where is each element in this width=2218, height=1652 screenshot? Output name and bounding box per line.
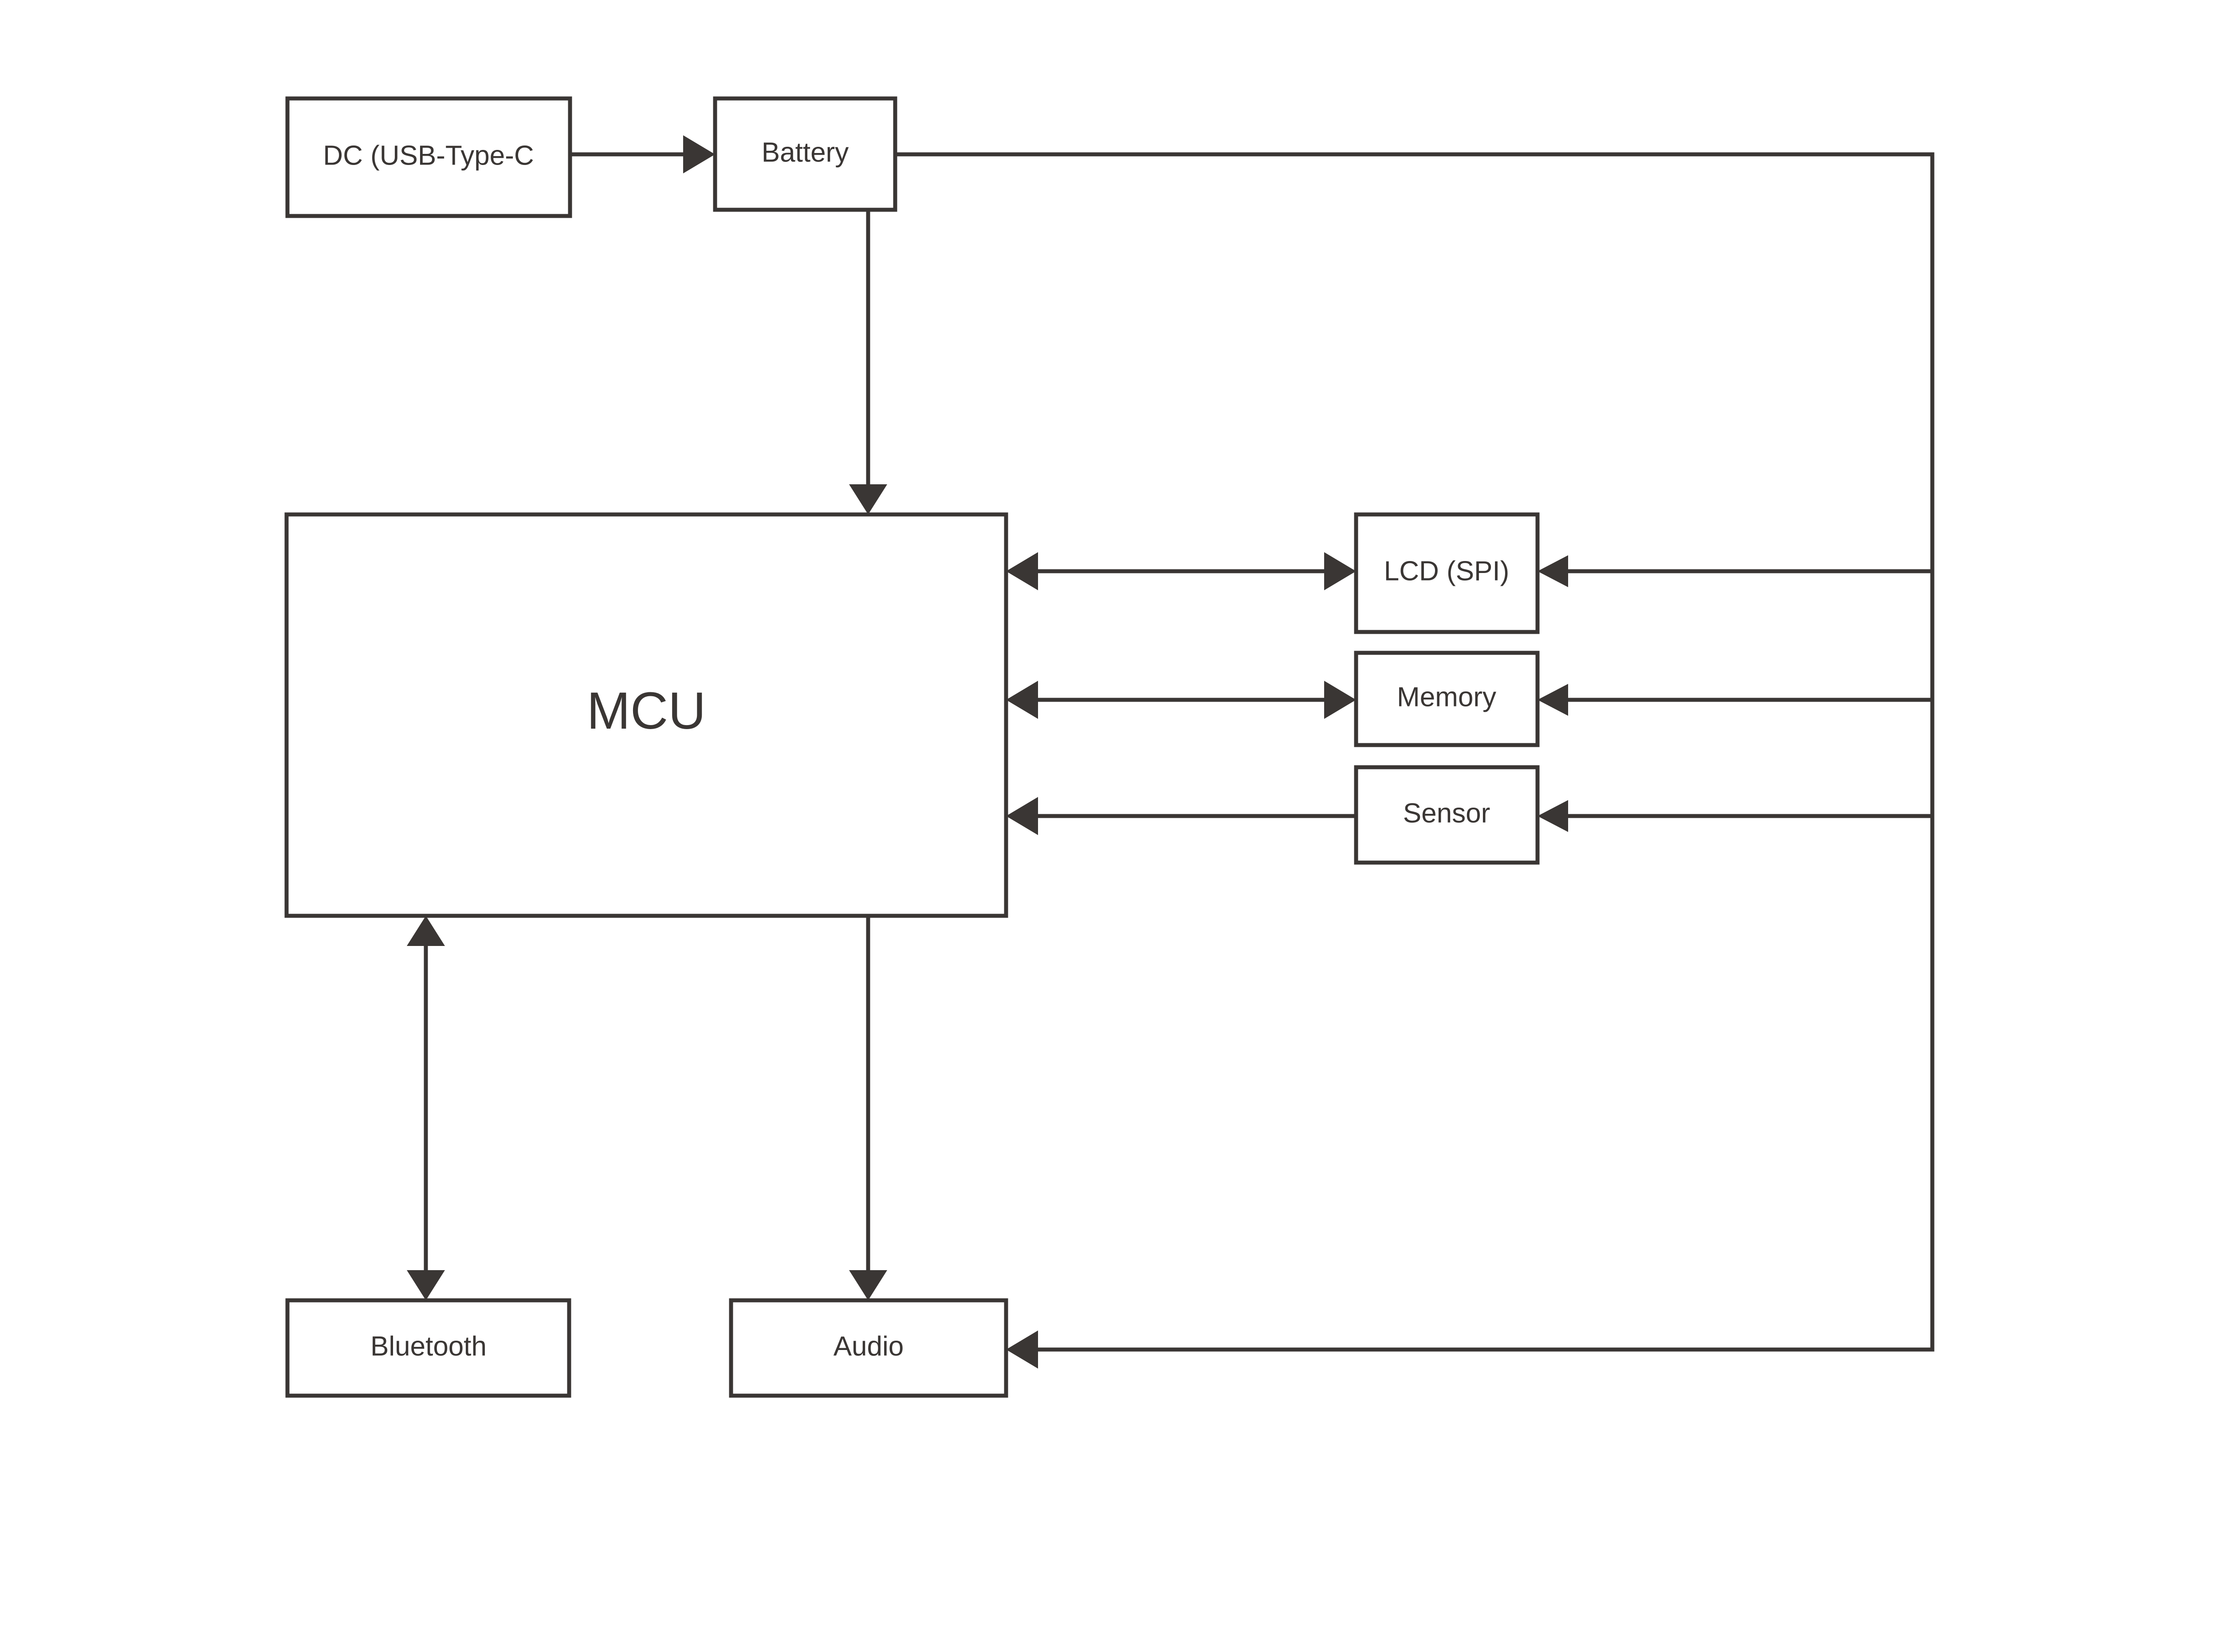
edge-mcu-to-audio-arrowhead — [849, 1270, 887, 1300]
node-battery[interactable]: Battery — [713, 96, 897, 212]
power-bus-branch-sensor-arrowhead — [1538, 800, 1568, 832]
node-mcu[interactable]: MCU — [284, 512, 1008, 918]
edge-battery-to-mcu-arrowhead — [849, 484, 887, 514]
edge-mcu-to-memory — [1006, 681, 1356, 719]
node-mcu-box[interactable] — [284, 512, 1008, 918]
node-lcd-label: LCD (SPI) — [1384, 556, 1509, 586]
node-bluetooth[interactable]: Bluetooth — [285, 1298, 571, 1398]
power-bus-branch-lcd-arrowhead — [1538, 555, 1568, 587]
node-memory[interactable]: Memory — [1354, 651, 1540, 747]
node-mcu-label: MCU — [587, 682, 706, 740]
edge-mcu-to-bluetooth — [407, 916, 445, 1300]
node-dc-label: DC (USB-Type-C — [323, 140, 534, 171]
node-bluetooth-label: Bluetooth — [370, 1331, 487, 1362]
power-bus-group — [895, 152, 1935, 1369]
edge-mcu-to-bluetooth-arrowhead-up — [407, 916, 445, 946]
edge-sensor-to-mcu-arrowhead — [1006, 797, 1038, 835]
edge-mcu-to-lcd-arrowhead-left — [1006, 552, 1038, 590]
edge-sensor-to-mcu — [1006, 797, 1356, 835]
node-battery-label: Battery — [762, 137, 849, 168]
edge-mcu-to-memory-arrowhead-left — [1006, 681, 1038, 719]
node-sensor-label: Sensor — [1403, 798, 1490, 828]
node-bluetooth-box[interactable] — [285, 1298, 571, 1398]
node-audio[interactable]: Audio — [729, 1298, 1008, 1398]
node-audio-box[interactable] — [729, 1298, 1008, 1398]
power-bus-trunk — [895, 152, 1935, 1352]
edge-mcu-to-lcd-arrowhead-right — [1324, 552, 1356, 590]
node-memory-box[interactable] — [1354, 651, 1540, 747]
edge-battery-to-mcu — [849, 210, 887, 514]
edge-dc-to-battery — [570, 135, 715, 173]
edge-mcu-to-memory-arrowhead-right — [1324, 681, 1356, 719]
node-lcd-box[interactable] — [1354, 512, 1540, 634]
power-bus-branch-memory-arrowhead — [1538, 684, 1568, 716]
node-dc[interactable]: DC (USB-Type-C — [285, 96, 572, 218]
edge-mcu-to-bluetooth-arrowhead-down — [407, 1270, 445, 1300]
node-sensor-box[interactable] — [1354, 765, 1540, 865]
node-battery-box[interactable] — [713, 96, 897, 212]
edge-mcu-to-lcd — [1006, 552, 1356, 590]
node-memory-label: Memory — [1397, 682, 1496, 712]
node-sensor[interactable]: Sensor — [1354, 765, 1540, 865]
node-audio-label: Audio — [834, 1331, 904, 1362]
node-lcd[interactable]: LCD (SPI) — [1354, 512, 1540, 634]
node-dc-box[interactable] — [285, 96, 572, 218]
edge-mcu-to-audio — [849, 916, 887, 1300]
power-bus-branch-audio-arrowhead — [1006, 1330, 1038, 1369]
edge-dc-to-battery-arrowhead — [683, 135, 715, 173]
